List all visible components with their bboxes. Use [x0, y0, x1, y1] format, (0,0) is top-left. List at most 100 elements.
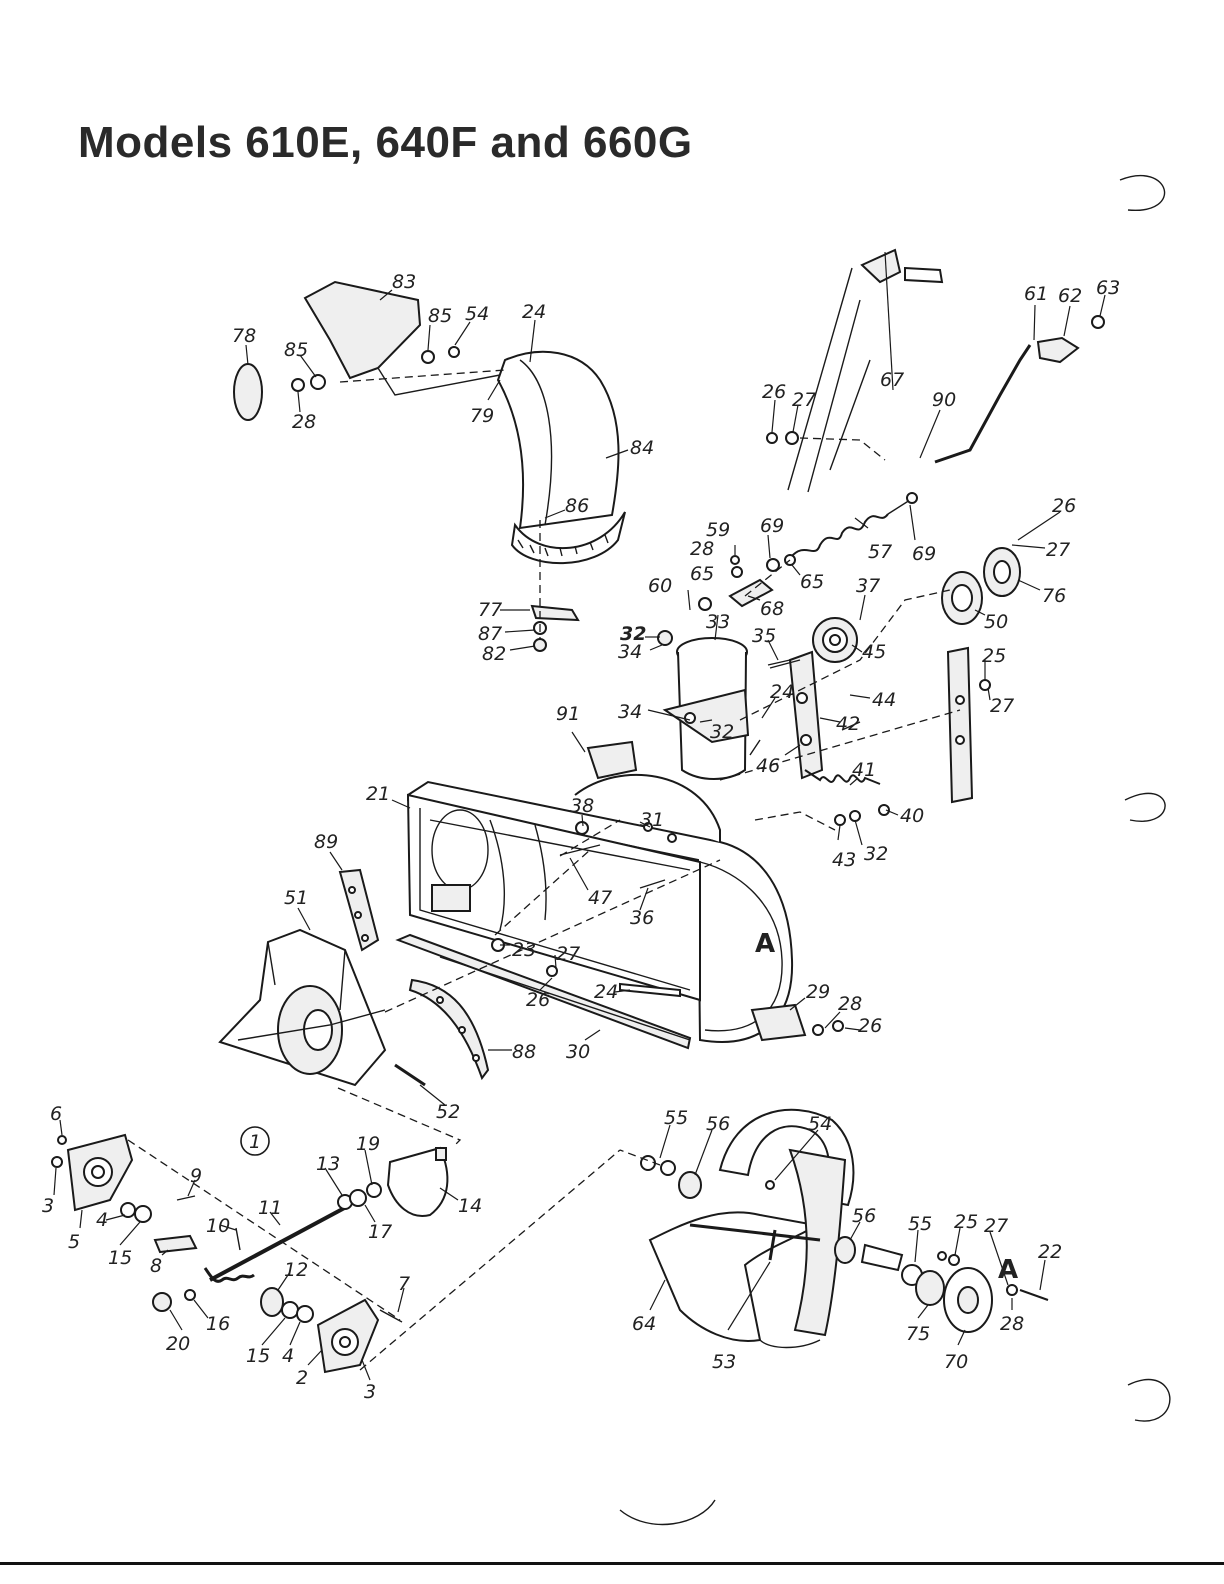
callout-25: 25	[954, 1211, 978, 1233]
circled-view-1: 1	[240, 1126, 270, 1156]
callout-60: 60	[648, 575, 672, 597]
spring-57	[766, 492, 918, 572]
callout-27: 27	[792, 389, 816, 411]
punch-holes	[619, 174, 1171, 1526]
callout-54: 54	[465, 303, 489, 325]
callout-40: 40	[900, 805, 924, 827]
callout-87: 87	[478, 623, 502, 645]
callout-32: 32	[710, 721, 734, 743]
worm-gear-12	[260, 1287, 314, 1323]
callout-55: 55	[908, 1213, 932, 1235]
callout-88: 88	[512, 1041, 536, 1063]
auger-shaft-parts-right	[834, 1236, 1049, 1333]
callout-12: 12	[284, 1259, 308, 1281]
callout-78: 78	[232, 325, 256, 347]
callout-28: 28	[690, 538, 714, 560]
side-plate-89	[338, 868, 380, 952]
callout-32: 32	[864, 843, 888, 865]
bolts	[491, 659, 861, 952]
callout-54: 54	[808, 1113, 832, 1135]
page-title: Models 610E, 640F and 660G	[78, 118, 693, 167]
callout-83: 83	[392, 271, 416, 293]
callout-85: 85	[284, 339, 308, 361]
callout-53: 53	[712, 1351, 736, 1373]
gearbox-half-5	[51, 1133, 134, 1212]
callout-25: 25	[982, 645, 1006, 667]
callout-91: 91	[556, 703, 580, 725]
callout-20: 20	[166, 1333, 190, 1355]
callout-27: 27	[984, 1215, 1008, 1237]
callout-44: 44	[872, 689, 896, 711]
callout-26: 26	[858, 1015, 882, 1037]
callout-31: 31	[640, 809, 664, 831]
callout-57: 57	[868, 541, 892, 563]
callout-35: 35	[752, 625, 776, 647]
callout-28: 28	[1000, 1313, 1024, 1335]
auger-64	[640, 1108, 855, 1349]
callout-6: 6	[50, 1103, 62, 1125]
callout-65: 65	[800, 571, 824, 593]
callout-62: 62	[1058, 285, 1082, 307]
side-plate-88	[408, 978, 490, 1081]
callout-22: 22	[1038, 1241, 1062, 1263]
callout-2: 2	[296, 1367, 308, 1389]
callout-10: 10	[206, 1215, 230, 1237]
callout-61: 61	[1024, 283, 1048, 305]
skid-shoe-29	[750, 1003, 844, 1042]
callout-77: 77	[478, 599, 502, 621]
chute-base-33	[657, 630, 750, 780]
callout-47: 47	[588, 887, 612, 909]
bottom-rule	[0, 1562, 1224, 1565]
leader-lines	[53, 251, 1106, 1381]
callout-26: 26	[526, 989, 550, 1011]
callout-28: 28	[838, 993, 862, 1015]
callout-46: 46	[756, 755, 780, 777]
callout-68: 68	[760, 598, 784, 620]
callout-34: 34	[618, 641, 642, 663]
callout-55: 55	[664, 1107, 688, 1129]
shave-plate-30	[395, 933, 692, 1050]
bearing-50	[941, 571, 983, 625]
spring-41	[804, 769, 890, 826]
callout-24: 24	[594, 981, 618, 1003]
callout-24: 24	[770, 681, 794, 703]
gearbox-half-2	[316, 1298, 403, 1374]
callout-4: 4	[282, 1345, 294, 1367]
handle-rod-lines	[787, 267, 871, 493]
callout-69: 69	[912, 543, 936, 565]
callout-36: 36	[630, 907, 654, 929]
callout-50: 50	[984, 611, 1008, 633]
chute-handle-78	[233, 363, 263, 421]
callout-59: 59	[706, 519, 730, 541]
view-mark-a-housing: A	[755, 929, 775, 959]
callout-17: 17	[368, 1221, 392, 1243]
callout-52: 52	[436, 1101, 460, 1123]
chute-crank-61	[934, 315, 1105, 464]
callout-64: 64	[632, 1313, 656, 1335]
part-number-labels: 83 78 85 54 24 85 28 79 84 86 77 87 82 6…	[42, 271, 1120, 1403]
callout-63: 63	[1096, 277, 1120, 299]
callout-33: 33	[706, 611, 730, 633]
callout-45: 45	[862, 641, 886, 663]
gear-cover-14	[386, 1146, 449, 1217]
callout-30: 30	[566, 1041, 590, 1063]
callout-82: 82	[482, 643, 506, 665]
worm-shaft-11	[120, 1195, 351, 1312]
callout-69: 69	[760, 515, 784, 537]
callout-51: 51	[284, 887, 308, 909]
auger-housing-21	[406, 773, 794, 1043]
bracket-27-right	[946, 646, 991, 804]
callout-9: 9	[190, 1165, 202, 1187]
callout-75: 75	[906, 1323, 930, 1345]
callout-5: 5	[68, 1231, 80, 1253]
callout-41: 41	[852, 759, 876, 781]
gear-spacers-13-19	[337, 1182, 382, 1210]
callout-65: 65	[690, 563, 714, 585]
pulley-45	[812, 617, 858, 663]
callout-19: 19	[356, 1133, 380, 1155]
callout-15: 15	[246, 1345, 270, 1367]
callout-3: 3	[364, 1381, 376, 1403]
callout-8: 8	[150, 1255, 162, 1277]
chute-bracket-68	[698, 555, 774, 611]
